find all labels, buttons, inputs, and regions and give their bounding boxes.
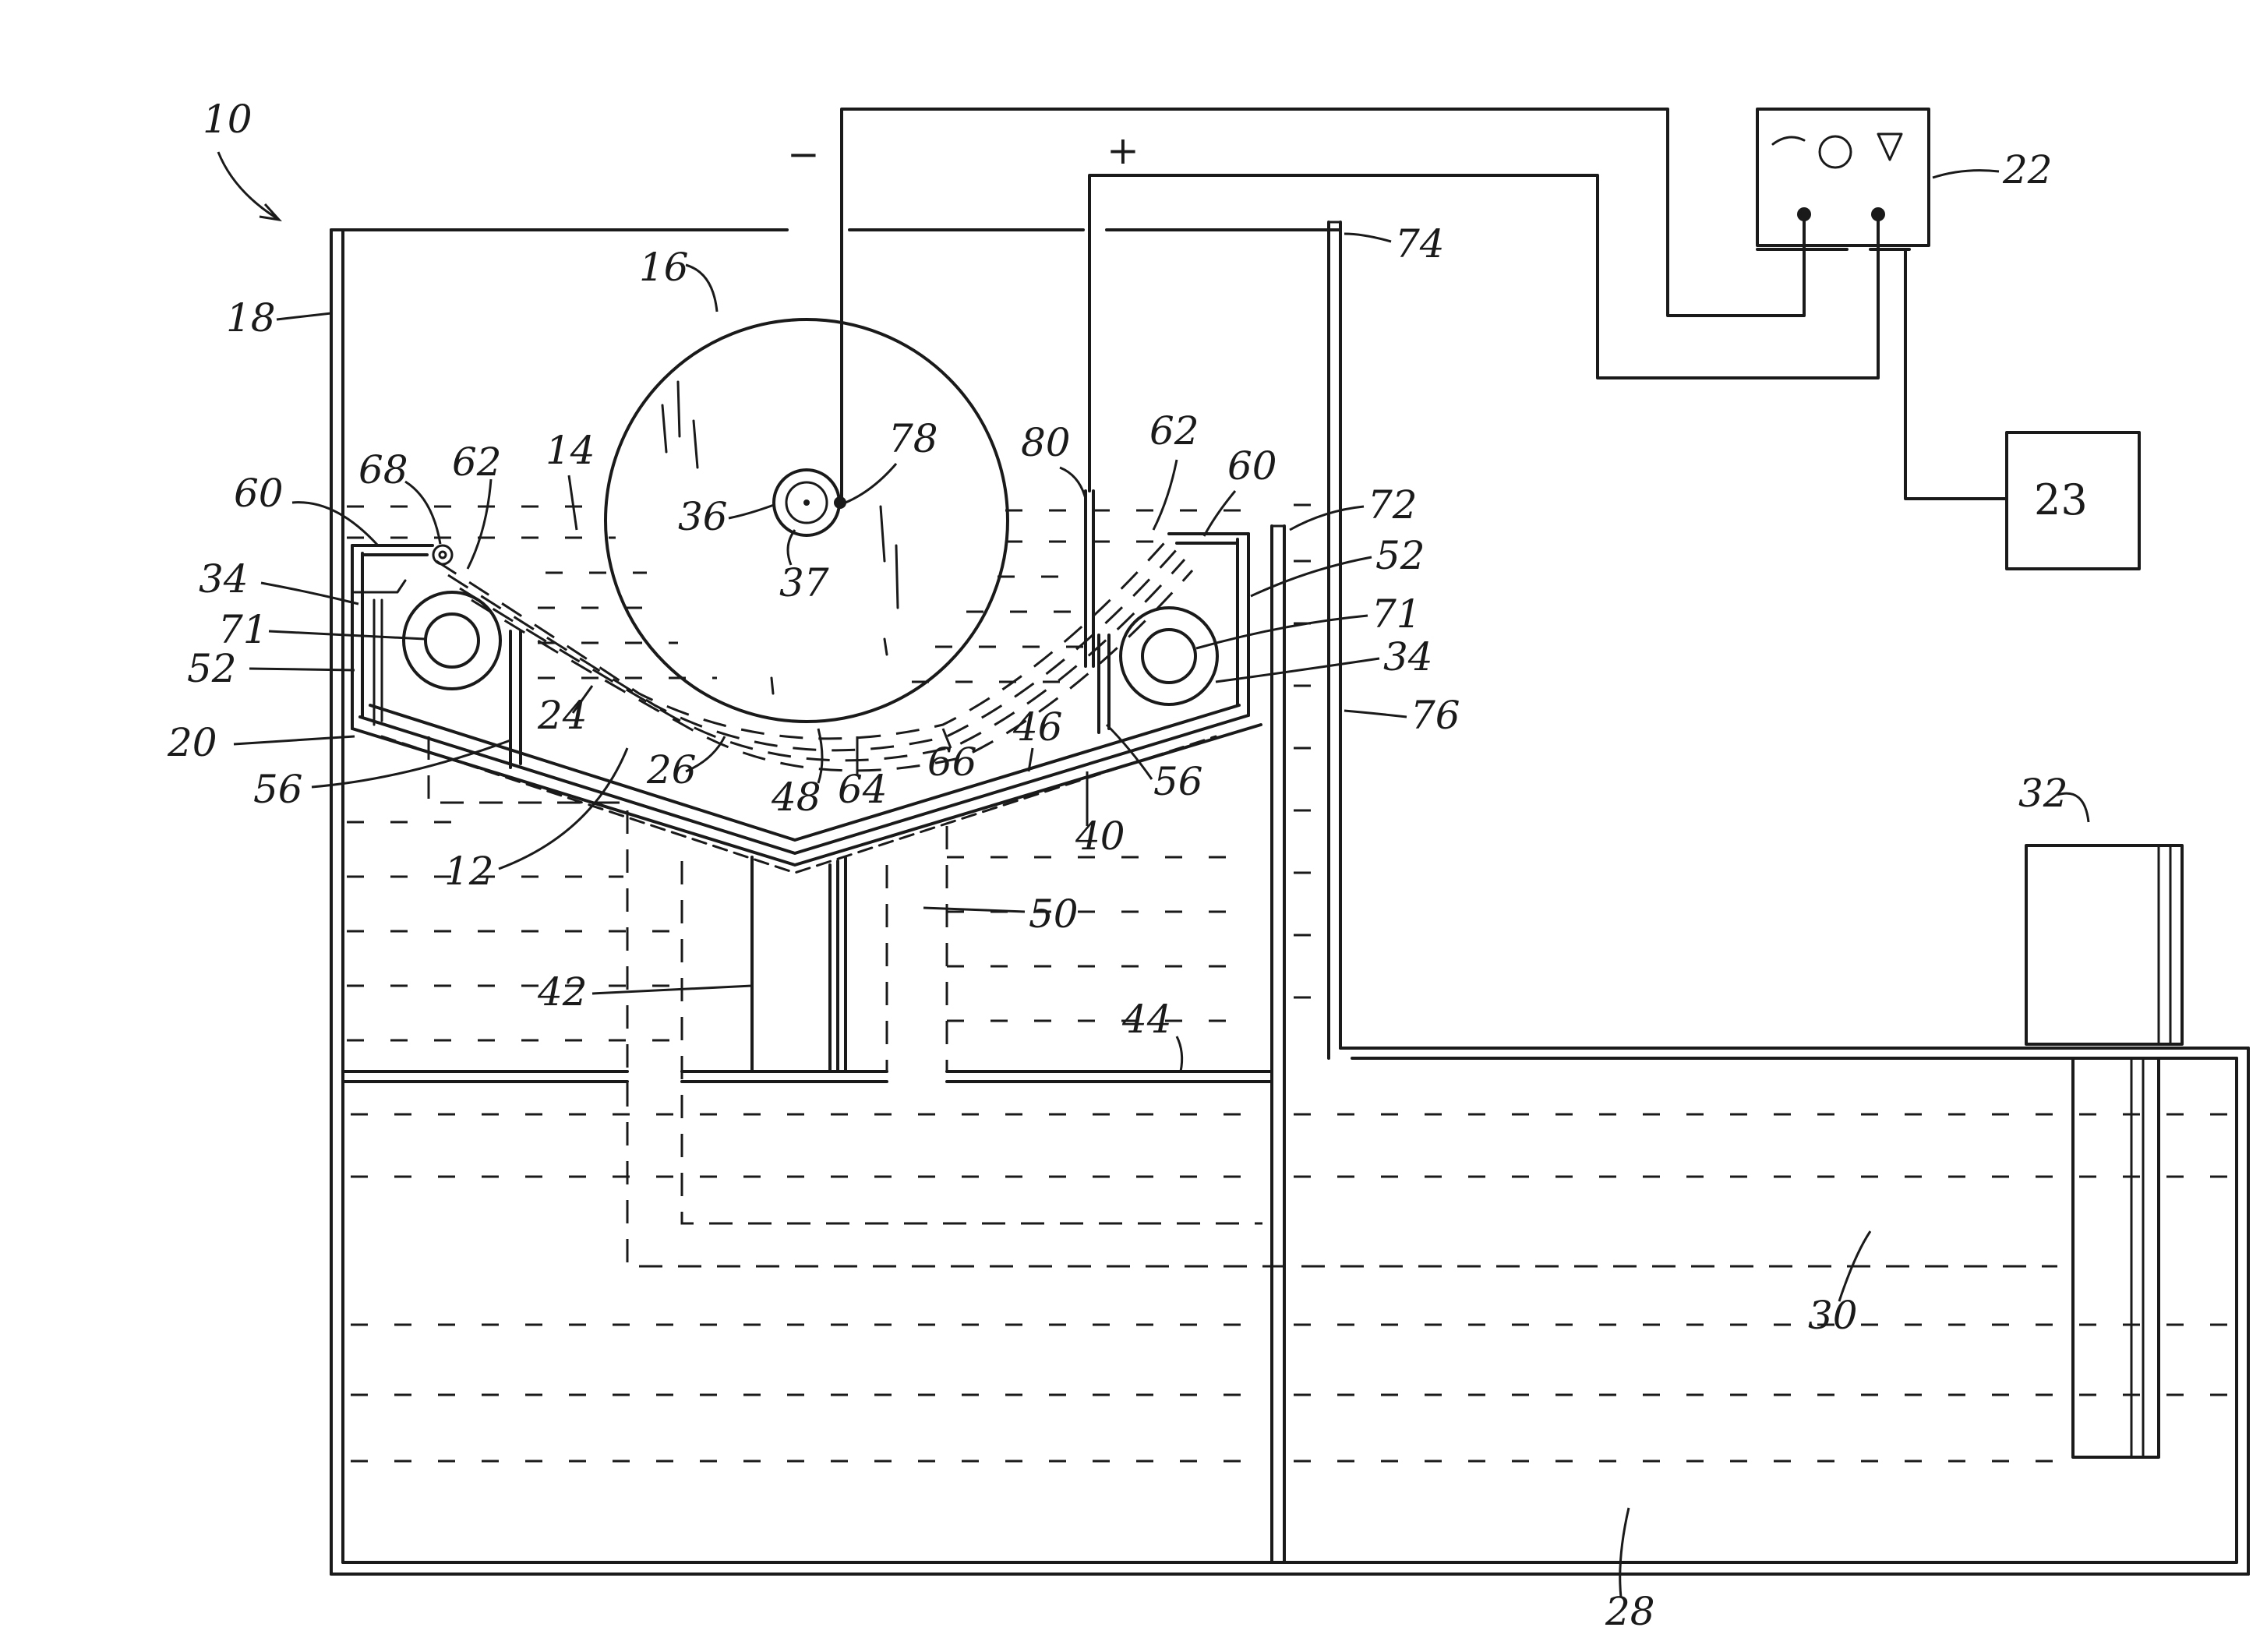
- ref-40: 40: [1075, 814, 1125, 859]
- controller-box: 23: [2007, 432, 2139, 569]
- reference-labels: 10 18 16 14 68 62 60 34 71 52 20 56 12 2…: [167, 97, 2089, 1634]
- electrode: [1086, 491, 1093, 666]
- support-post: [752, 857, 846, 1071]
- positive-terminal-mark: +: [1107, 128, 1139, 173]
- ref-16: 16: [639, 245, 689, 290]
- ref-22: 22: [2002, 147, 2053, 192]
- lower-liquid: [351, 1114, 2229, 1461]
- pump: [2026, 845, 2182, 1457]
- ref-56-left: 56: [253, 767, 303, 812]
- outer-tank: [331, 222, 2248, 1574]
- ref-34-right: 34: [1383, 634, 1433, 680]
- ref-28: 28: [1605, 1589, 1655, 1634]
- ref-80: 80: [1021, 420, 1071, 465]
- ref-14: 14: [546, 428, 595, 473]
- partition-wall: [1272, 526, 1284, 1562]
- ref-72: 72: [1368, 482, 1418, 528]
- ref-56-right: 56: [1153, 759, 1203, 804]
- ref-12: 12: [444, 849, 494, 894]
- ref-68: 68: [358, 447, 408, 492]
- ref-66: 66: [927, 740, 977, 785]
- left-roller: [404, 592, 500, 689]
- power-supply: [1757, 109, 1929, 249]
- ref-30: 30: [1808, 1293, 1858, 1338]
- ref-76: 76: [1411, 693, 1460, 738]
- ref-48: 48: [771, 775, 821, 820]
- ref-52-right: 52: [1375, 533, 1425, 578]
- controller-box-label: 23: [2034, 475, 2088, 524]
- ref-37: 37: [779, 560, 829, 605]
- ref-60-right: 60: [1227, 443, 1277, 489]
- ref-42: 42: [537, 969, 588, 1015]
- ref-64: 64: [838, 767, 888, 812]
- ref-78: 78: [888, 416, 938, 461]
- drum: [606, 319, 1008, 722]
- ref-50: 50: [1029, 891, 1079, 937]
- ref-62-left: 62: [452, 439, 502, 485]
- ref-60-left: 60: [234, 471, 284, 516]
- ref-71-right: 71: [1372, 591, 1421, 637]
- ref-52-left: 52: [187, 646, 237, 691]
- ref-44: 44: [1121, 997, 1172, 1042]
- ref-20: 20: [167, 720, 217, 765]
- ref-46: 46: [1012, 704, 1063, 750]
- ref-62-right: 62: [1149, 408, 1199, 454]
- shelf: [343, 1071, 1272, 1082]
- ref-34-left: 34: [199, 556, 249, 602]
- pin-68: [433, 545, 452, 564]
- negative-terminal-mark: −: [787, 132, 820, 177]
- ref-18: 18: [226, 295, 276, 341]
- ref-74: 74: [1395, 221, 1445, 267]
- ref-10: 10: [203, 97, 252, 142]
- ref-36: 36: [678, 494, 728, 539]
- ref-24: 24: [537, 693, 588, 738]
- right-roller: [1121, 608, 1217, 704]
